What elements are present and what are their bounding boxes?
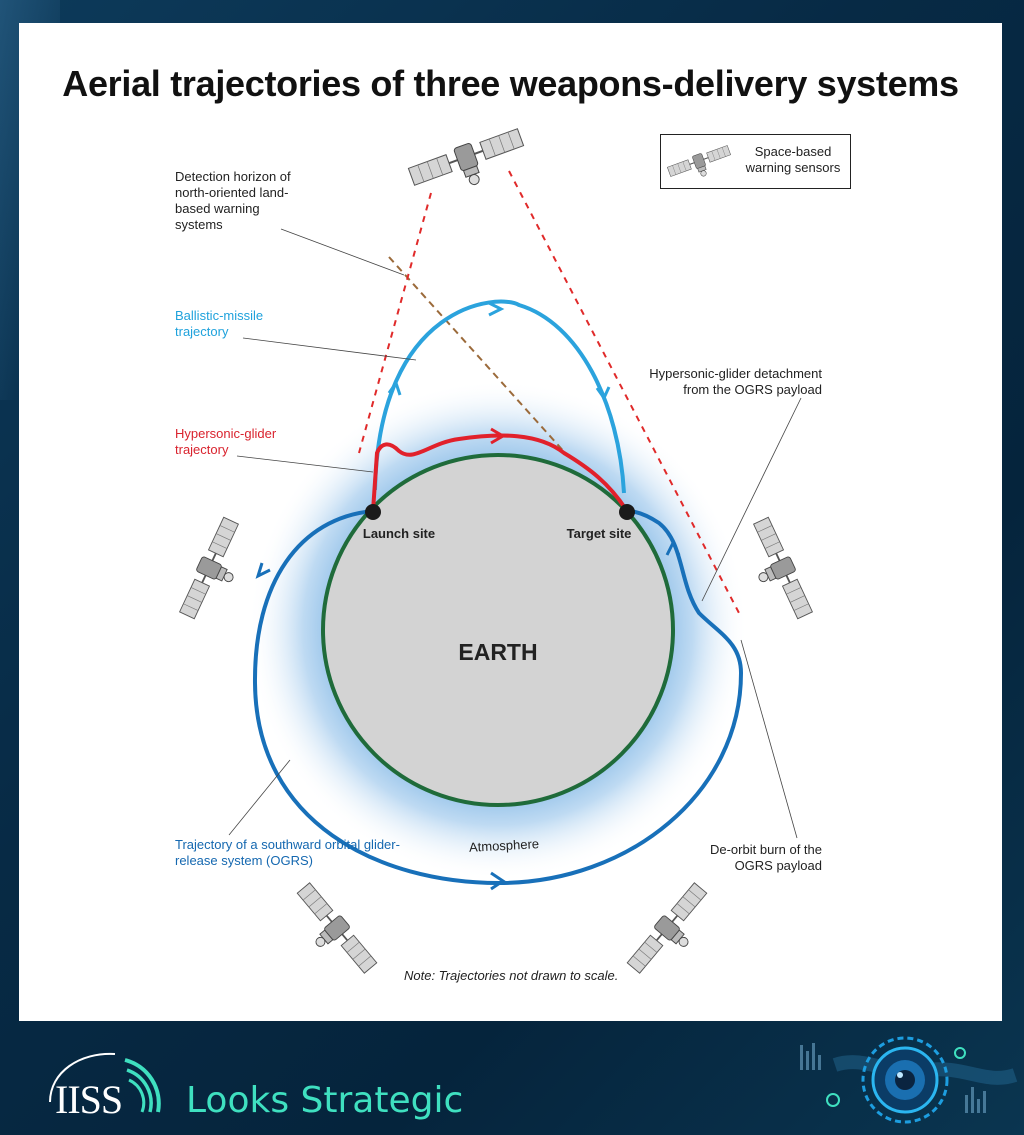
diagram-panel: Aerial trajectories of three weapons-del… [19,23,1002,1021]
label-target-site: Target site [566,526,632,541]
launch-site-dot [365,504,381,520]
label-ballistic: Ballistic-missile trajectory [175,308,264,339]
satellite-bottom-right [624,880,722,986]
note: Note: Trajectories not drawn to scale. [404,968,619,983]
label-detachment: Hypersonic-glider detachment from the OG… [649,366,822,397]
ballistic-arrow-up [387,379,402,396]
brand-looks-strategic: Looks Strategic [186,1080,464,1121]
leader-glider [236,455,374,473]
label-detection-horizon: Detection horizon of north-oriented land… [175,169,291,232]
legend: Space-based warning sensors [660,134,851,189]
ogrs-arrow-bottom [490,871,506,891]
label-deorbit: De-orbit burn of the OGRS payload [709,842,822,873]
earth [321,453,675,807]
label-earth: EARTH [458,639,538,665]
label-launch-site: Launch site [362,526,436,541]
footer-eye-graphic [800,1036,1018,1124]
sensor-sightline-left [358,192,432,454]
leader-deorbit [740,639,798,839]
leader-detection [280,228,405,276]
diagram-svg [176,124,816,986]
glider-trajectory [371,433,629,513]
satellite-right [736,515,816,628]
legend-satellite-icon [666,143,731,188]
label-glider: Hypersonic-glider trajectory [175,426,277,457]
ogrs-trajectory [252,509,744,886]
brand-iiss: IISS [55,1077,123,1122]
diagram-title: Aerial trajectories of three weapons-del… [62,63,959,104]
label-ogrs: Trajectory of a southward orbital glider… [175,837,400,868]
glider-arrow [490,427,506,445]
ballistic-arrow-down [595,386,611,402]
ogrs-arrow-left [255,562,271,579]
legend-label: Space-based warning sensors [745,144,841,175]
satellite-top [406,124,532,206]
leader-ballistic [242,337,417,361]
target-site-dot [619,504,635,520]
ogrs-arrow-return [665,539,681,556]
iiss-logo-waves [49,1052,161,1113]
satellite-bottom-left [282,880,380,986]
ballistic-arrow-top [488,301,505,317]
ballistic-trajectory [373,299,626,494]
detection-horizon-line [388,256,568,456]
leader-ogrs [228,759,291,836]
satellite-left [176,515,256,628]
leader-detachment [701,397,802,602]
